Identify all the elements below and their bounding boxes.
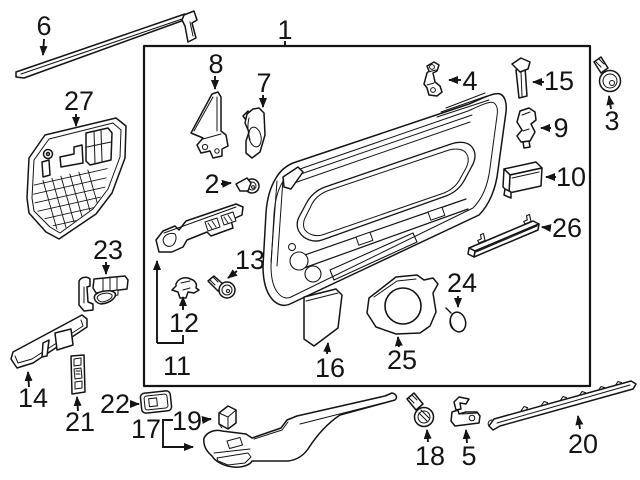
callout-19[interactable]: 19 — [172, 406, 212, 436]
svg-text:22[interactable]: 22 — [100, 389, 130, 419]
svg-text:2[interactable]: 2 — [204, 169, 219, 199]
part-18-screw-drawing — [406, 392, 435, 428]
svg-text:17[interactable]: 17 — [131, 414, 161, 444]
part-22-switch-bezel-drawing — [139, 390, 173, 414]
callout-17-bracket — [162, 419, 194, 451]
svg-text:13[interactable]: 13 — [235, 245, 265, 275]
part-27-insulator-panel-drawing — [26, 117, 127, 240]
callout-5[interactable]: 5 — [461, 429, 477, 471]
svg-text:21[interactable]: 21 — [65, 407, 95, 437]
svg-text:5[interactable]: 5 — [461, 441, 476, 471]
part-4-bracket-drawing — [423, 61, 443, 97]
svg-text:20[interactable]: 20 — [568, 429, 598, 459]
callout-20-leader — [575, 415, 584, 430]
callout-2[interactable]: 2 — [204, 169, 232, 199]
svg-text:9[interactable]: 9 — [553, 113, 568, 143]
callout-16-leader — [323, 342, 332, 355]
callout-21-leader — [73, 396, 82, 412]
svg-text:7[interactable]: 7 — [256, 68, 271, 98]
callout-1-label[interactable]: 1 — [277, 15, 292, 45]
callout-3[interactable]: 3 — [604, 95, 620, 136]
callout-22[interactable]: 22 — [100, 389, 140, 419]
part-7-trim-drawing — [242, 107, 266, 159]
callout-6-leader — [39, 38, 48, 56]
callout-2-leader — [220, 179, 232, 188]
pull-handle-bracket-drawing — [155, 203, 244, 253]
svg-text:6[interactable]: 6 — [36, 11, 51, 41]
callout-4[interactable]: 4 — [448, 66, 478, 96]
callout-12[interactable]: 12 — [169, 296, 199, 338]
svg-text:23[interactable]: 23 — [93, 235, 123, 265]
part-24-grommet-drawing — [445, 307, 467, 333]
svg-text:8[interactable]: 8 — [208, 49, 223, 79]
callout-7[interactable]: 7 — [256, 68, 272, 108]
callout-18[interactable]: 18 — [415, 429, 445, 471]
part-19-bracket-drawing — [218, 405, 237, 430]
callout-21[interactable]: 21 — [65, 396, 95, 437]
callout-6[interactable]: 6 — [36, 11, 52, 56]
callout-10[interactable]: 10 — [545, 162, 586, 192]
callout-23[interactable]: 23 — [93, 235, 123, 275]
callout-14[interactable]: 14 — [18, 371, 48, 413]
callout-3-leader — [606, 95, 615, 110]
callout-27[interactable]: 27 — [64, 86, 94, 127]
part-25-speaker-cover-drawing — [366, 274, 439, 335]
part-3-screw-drawing — [593, 56, 622, 93]
callout-14-leader — [24, 371, 33, 388]
callout-16[interactable]: 16 — [315, 342, 345, 383]
callout-25[interactable]: 25 — [387, 336, 417, 375]
svg-text:27[interactable]: 27 — [64, 86, 94, 116]
callout-1[interactable]: 1 — [277, 15, 293, 46]
callout-26[interactable]: 26 — [541, 213, 582, 243]
svg-text:18[interactable]: 18 — [415, 441, 445, 471]
callout-18-leader — [423, 429, 432, 443]
part-14-trim-drawing — [10, 314, 88, 369]
part-2-pin-drawing — [235, 177, 260, 194]
svg-text:26[interactable]: 26 — [552, 213, 582, 243]
callout-13-leader — [227, 269, 238, 279]
callout-20[interactable]: 20 — [568, 415, 598, 459]
callout-19-leader — [201, 416, 212, 424]
part-15-clip-drawing — [511, 57, 531, 99]
svg-text:11[interactable]: 11 — [163, 351, 191, 381]
part-20-sill-strip-drawing — [487, 380, 637, 431]
part-9-clip-drawing — [516, 107, 537, 149]
part-10-clip-drawing — [502, 161, 543, 199]
svg-text:25[interactable]: 25 — [387, 345, 417, 375]
callout-11[interactable]: 11 — [153, 260, 191, 381]
callout-9[interactable]: 9 — [540, 113, 569, 143]
callout-15[interactable]: 15 — [532, 66, 574, 96]
callout-25-leader — [394, 336, 403, 348]
svg-text:24[interactable]: 24 — [447, 268, 477, 298]
part-16-cover-drawing — [303, 288, 343, 347]
svg-text:3[interactable]: 3 — [604, 106, 619, 136]
svg-text:16[interactable]: 16 — [315, 353, 345, 383]
part-13-screw-drawing — [207, 275, 236, 299]
svg-text:12[interactable]: 12 — [169, 308, 199, 338]
svg-text:4[interactable]: 4 — [462, 66, 477, 96]
callout-17[interactable]: 17 — [131, 414, 194, 451]
part-26-rail-drawing — [467, 213, 540, 258]
callout-8[interactable]: 8 — [208, 49, 224, 90]
part-8-bracket-drawing — [190, 91, 229, 159]
callout-26-leader — [541, 224, 552, 233]
svg-text:19[interactable]: 19 — [172, 406, 202, 436]
part-21-bracket-drawing — [70, 354, 86, 395]
svg-text:14[interactable]: 14 — [18, 383, 48, 413]
svg-text:15[interactable]: 15 — [544, 66, 574, 96]
part-17-armrest-drawing — [203, 392, 398, 468]
callout-11-bracket — [157, 335, 184, 344]
door-trim-panel-drawing — [262, 92, 507, 307]
callout-5-leader — [462, 429, 471, 444]
part-5-bracket-drawing — [450, 396, 481, 427]
callout-13[interactable]: 13 — [227, 245, 265, 279]
svg-text:10[interactable]: 10 — [556, 162, 586, 192]
part-6-belt-molding-drawing — [15, 10, 198, 79]
callout-24[interactable]: 24 — [447, 268, 477, 308]
part-23-switch-drawing — [78, 275, 129, 312]
